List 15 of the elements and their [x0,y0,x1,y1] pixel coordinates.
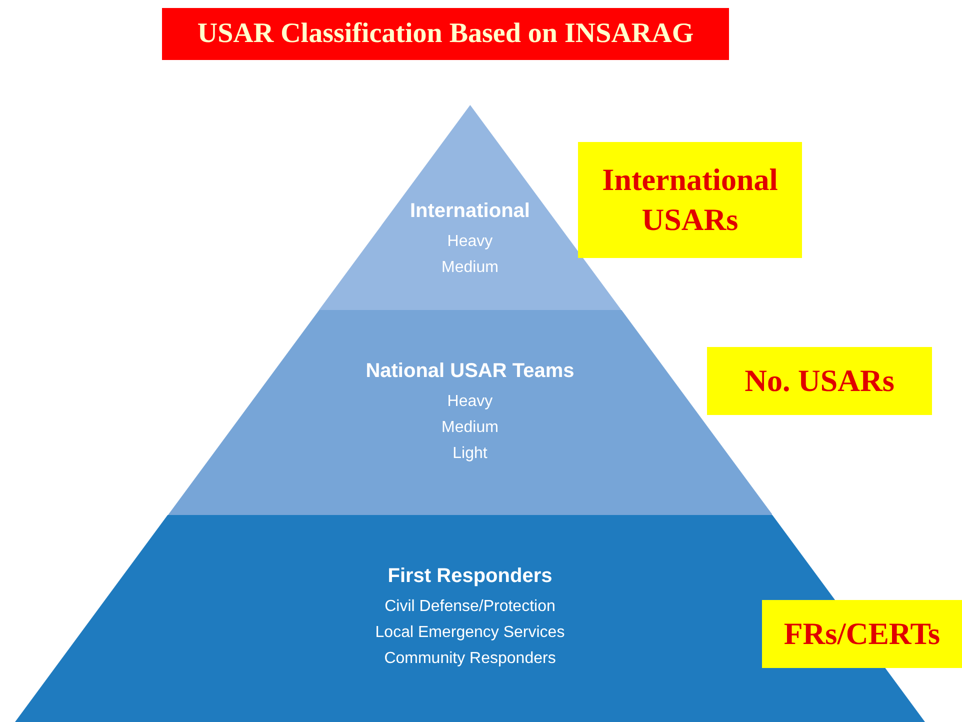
tier-item: Heavy [447,392,493,412]
callout-label: No. USARs [707,347,932,415]
tier-item: Heavy [447,232,493,252]
callout-label: International USARs [578,142,802,258]
callout-label: FRs/CERTs [762,600,962,668]
title-banner: USAR Classification Based on INSARAG [162,8,729,60]
tier-item: Light [452,444,488,464]
tier-item: Local Emergency Services [375,623,565,643]
tier-heading: National USAR Teams [366,360,574,383]
tier-item: Community Responders [384,649,556,669]
tier-heading: First Responders [388,565,552,588]
tier-item: Medium [442,418,498,438]
tier-item: Civil Defense/Protection [384,597,556,617]
tier-heading: International [410,200,530,223]
tier-item: Medium [442,258,498,278]
